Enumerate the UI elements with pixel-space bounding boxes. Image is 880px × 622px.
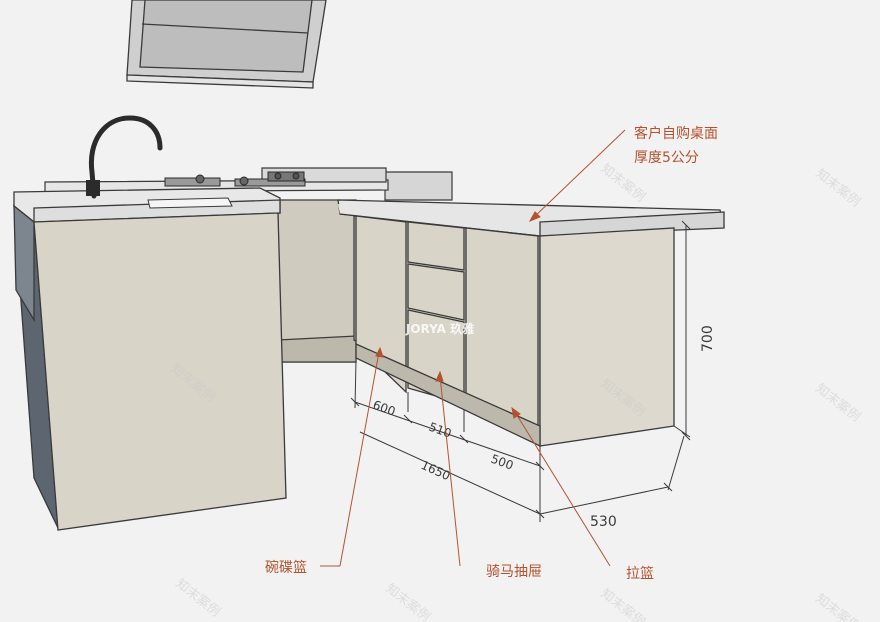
gas-hob (164, 171, 306, 187)
svg-text:知末案例: 知末案例 (598, 586, 649, 622)
dish-basket-label: 碗碟篮 (265, 560, 307, 576)
dim-510: 510 (427, 420, 453, 441)
brand-watermark: JORYA 玖雅 (405, 321, 474, 336)
svg-text:知末案例: 知末案例 (383, 581, 434, 622)
dim-700: 700 (700, 325, 716, 352)
svg-text:知末案例: 知末案例 (813, 166, 864, 211)
left-sink-cabinet (13, 187, 287, 531)
svg-text:知末案例: 知末案例 (598, 161, 649, 206)
countertop-note-line1: 客户自购桌面 (634, 125, 718, 142)
svg-text:知末案例: 知末案例 (813, 381, 864, 426)
dim-600: 600 (371, 398, 397, 419)
svg-text:知末案例: 知末案例 (813, 591, 864, 622)
annotation-leaders (320, 129, 626, 567)
dim-1650: 1650 (419, 458, 453, 483)
dim-500: 500 (489, 452, 515, 473)
dim-530: 530 (590, 514, 617, 530)
svg-text:知末案例: 知末案例 (173, 576, 224, 621)
saddle-drawer-label: 骑马抽屉 (486, 564, 542, 580)
faucet (86, 115, 163, 199)
right-cabinet (337, 199, 725, 448)
range-hood (126, 0, 327, 89)
pull-basket-label: 拉篮 (626, 566, 654, 582)
annotation-labels: 客户自购桌面 厚度5公分 碗碟篮 骑马抽屉 拉篮 (265, 125, 718, 582)
countertop-note-line2: 厚度5公分 (634, 150, 699, 166)
